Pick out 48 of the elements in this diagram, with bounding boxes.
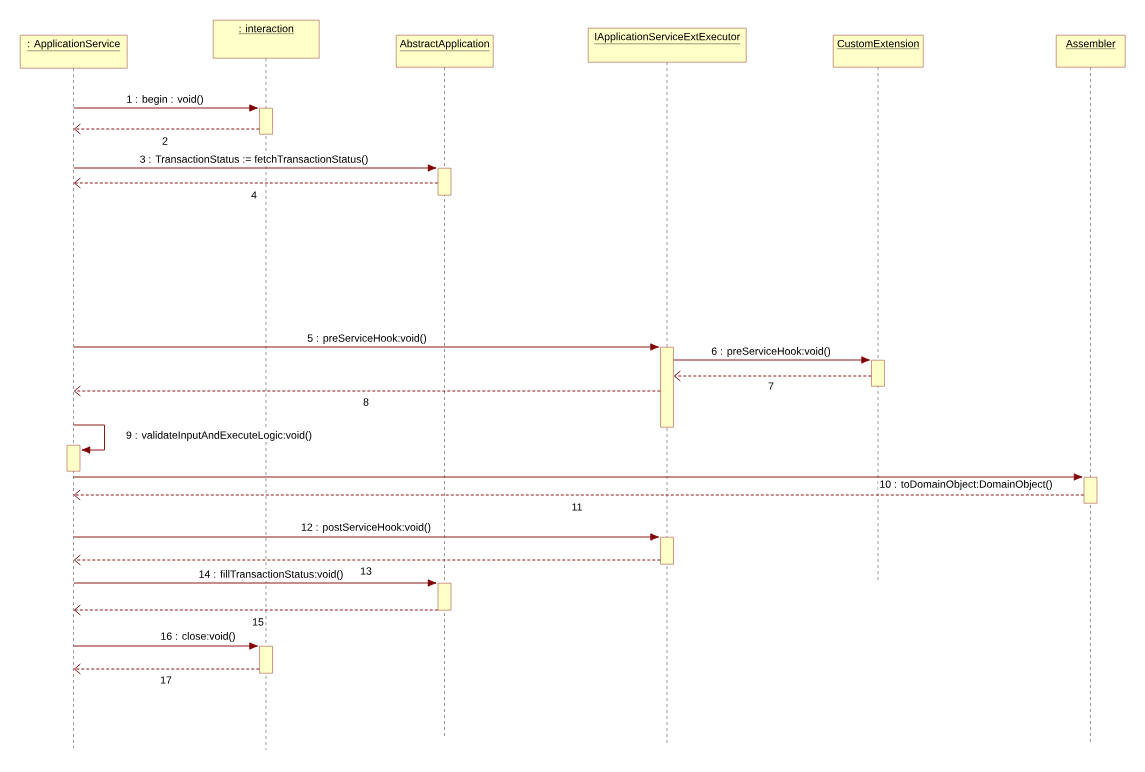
message-arrow — [73, 489, 1085, 501]
activation-bar — [1083, 477, 1098, 504]
message-arrow — [73, 177, 439, 189]
participant-box: Assembler — [1056, 35, 1126, 68]
message-arrow — [73, 604, 439, 616]
activation-bar — [66, 445, 81, 472]
message-arrow — [73, 343, 659, 351]
message-arrow — [73, 554, 661, 566]
edge-label: 8 — [363, 398, 369, 406]
message-arrow — [673, 370, 872, 382]
edge-label: 9 : validateInputAndExecuteLogic:void() — [126, 431, 312, 441]
message-arrow — [73, 663, 260, 675]
activation-bar — [660, 347, 674, 428]
activation-bar — [437, 583, 452, 611]
message-arrow — [73, 533, 659, 541]
participant-box: AbstractApplication — [396, 35, 494, 68]
edge-label: 17 — [160, 676, 172, 684]
participant-box: : interaction — [213, 20, 320, 59]
message-arrow — [73, 579, 437, 587]
edge-label: 15 — [252, 618, 264, 626]
edge-label: 2 — [162, 137, 168, 145]
edge-label: 11 — [572, 503, 582, 511]
edge-label: 5 : preServiceHook:void() — [307, 334, 427, 344]
message-arrow — [73, 385, 661, 397]
edge-label: 14 : fillTransactionStatus:void() — [199, 570, 343, 580]
edge-label: 3 : TransactionStatus := fetchTransactionStatus() — [140, 155, 368, 165]
edge-label: 12 : postServiceHook:void() — [301, 523, 431, 533]
participant-box: CustomExtension — [833, 35, 924, 68]
activation-bar — [259, 646, 273, 674]
message-arrow — [73, 123, 260, 135]
activation-bar — [660, 537, 674, 565]
activation-bar — [871, 360, 885, 387]
activation-bar — [437, 168, 452, 196]
message-arrow — [73, 424, 105, 454]
edge-label: 4 — [251, 191, 257, 199]
edge-label: 7 — [768, 382, 774, 390]
message-arrow — [73, 642, 258, 650]
edge-label: 1 : begin : void() — [127, 95, 203, 105]
participant-box: IApplicationServiceExtExecutor — [588, 28, 747, 63]
message-arrow — [73, 104, 258, 112]
edge-label: 6 : preServiceHook:void() — [711, 347, 831, 357]
activation-bar — [259, 108, 273, 135]
message-arrow — [73, 473, 1083, 481]
message-arrow — [673, 356, 870, 364]
edge-label: 10 : toDomainObject:DomainObject() — [880, 480, 1052, 490]
edge-label: 13 — [360, 567, 372, 575]
message-arrow — [73, 164, 437, 172]
edge-label: 16 : close:void() — [161, 632, 235, 642]
